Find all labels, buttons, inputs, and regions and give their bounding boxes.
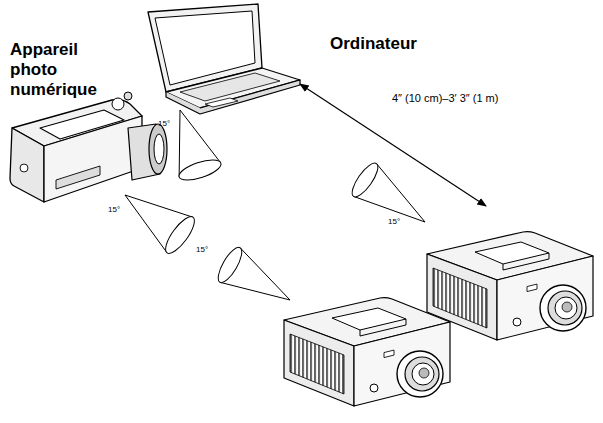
cone-end: [214, 244, 246, 286]
cone-end: [161, 213, 199, 258]
angle-label: 15°: [196, 246, 208, 255]
angle-label: 15°: [158, 120, 170, 129]
device-label: Ordinateur: [330, 34, 417, 54]
angle-label: 15°: [108, 206, 120, 215]
cone-end: [348, 160, 382, 201]
laptop-drawing: [148, 4, 300, 114]
infrared-cones: [125, 110, 425, 300]
angle-label: 15°: [388, 218, 400, 227]
device-label: Appareil photo numérique: [10, 40, 122, 100]
camera-drawing: [10, 92, 167, 202]
cone-end: [177, 156, 224, 185]
dimension-label: 4″ (10 cm)–3′ 3″ (1 m): [392, 92, 498, 104]
